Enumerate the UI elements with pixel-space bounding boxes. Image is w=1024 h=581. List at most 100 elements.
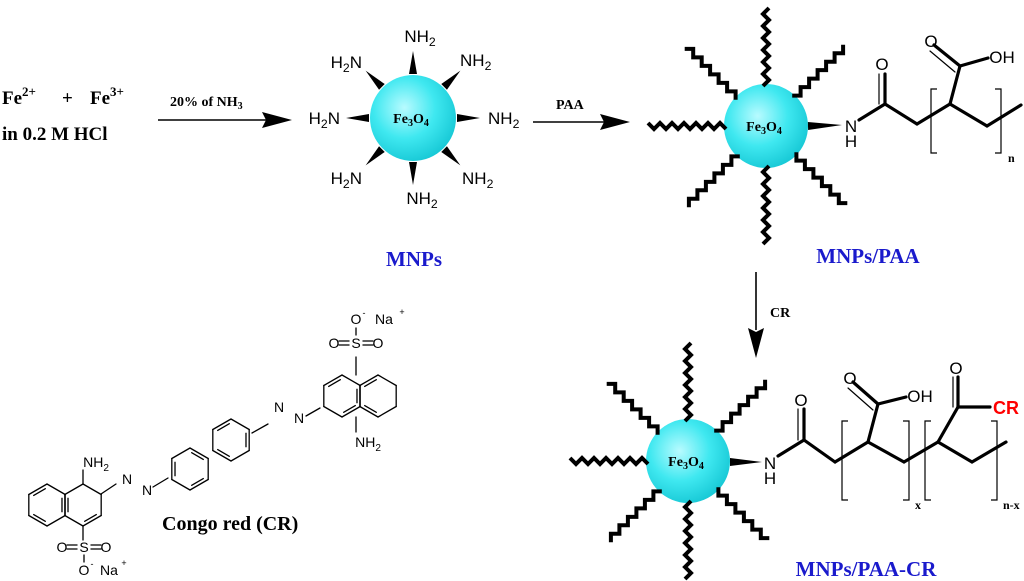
bond	[364, 404, 377, 413]
bond	[857, 102, 887, 122]
polymer-chain	[716, 487, 770, 541]
charge-minus: -	[91, 559, 94, 569]
repeat-bracket	[903, 420, 910, 501]
plus-sign: +	[62, 88, 73, 109]
bond	[359, 374, 379, 387]
atom-n: N	[122, 471, 132, 487]
bond	[46, 483, 66, 496]
polymer-chain	[568, 455, 650, 467]
bond	[359, 405, 379, 418]
fe2-ion: Fe2+	[2, 84, 36, 109]
bond	[866, 440, 906, 464]
bond	[341, 374, 361, 387]
reactants: Fe2+ + Fe3+ in 0.2 M HCl	[2, 84, 124, 145]
congo-red-title: Congo red (CR)	[162, 513, 298, 535]
bond	[328, 379, 341, 388]
bond	[323, 405, 343, 418]
polymer-chain	[682, 341, 694, 423]
atom-o: O	[329, 335, 340, 351]
mnps-paa-cr-title: MNPs/PAA-CR	[796, 557, 938, 581]
atom-n: N	[274, 399, 284, 415]
amine-wedge-bond	[365, 70, 385, 90]
bond	[847, 387, 874, 411]
bond	[776, 438, 806, 458]
arrowhead-icon	[748, 328, 764, 358]
polymer-chain	[684, 46, 738, 100]
amine-label: H2N	[331, 53, 362, 75]
bond	[932, 43, 962, 68]
amine-wedge-bond	[409, 51, 417, 74]
amide-wedge-bond	[730, 458, 762, 466]
polymer-chain	[646, 120, 728, 132]
core-label: Fe3O4	[668, 455, 704, 472]
repeat-bracket	[930, 88, 937, 154]
bond	[958, 56, 990, 68]
bond	[152, 477, 169, 488]
atom-h: H	[845, 132, 857, 151]
amine-wedge-bond	[409, 162, 417, 185]
core-label: Fe3O4	[393, 112, 429, 129]
amine-label: NH2	[406, 189, 438, 211]
bond	[28, 514, 48, 527]
bond	[970, 440, 1008, 464]
amine-wedge-bond	[441, 146, 461, 166]
bond	[46, 514, 66, 527]
arrow-step2-label: PAA	[556, 98, 585, 113]
bond	[915, 102, 952, 126]
polymer-chain	[760, 164, 772, 246]
polymer-chain	[760, 6, 772, 88]
bond	[28, 483, 48, 496]
bond	[902, 440, 940, 464]
atom-oh: OH	[907, 387, 933, 406]
atom-n: N	[142, 482, 152, 498]
bond	[985, 103, 1023, 128]
arrowhead-icon	[600, 114, 630, 130]
bond	[876, 395, 908, 406]
bond	[100, 483, 117, 495]
bond	[212, 449, 232, 462]
repeat-n: n	[1008, 151, 1015, 165]
bond	[212, 418, 232, 431]
bond	[883, 102, 919, 126]
polymer-chain	[608, 489, 662, 543]
bond	[343, 404, 356, 413]
amine-label: H2N	[309, 109, 340, 131]
charge-minus: -	[363, 308, 366, 318]
arrow-step3: CR	[748, 272, 791, 358]
arrowhead-icon	[262, 112, 292, 128]
atom-o: O	[351, 311, 362, 327]
bond	[948, 64, 962, 106]
atom-o: O	[875, 55, 888, 74]
polymer-chain	[714, 379, 768, 433]
atom-o: O	[924, 32, 937, 51]
bond	[948, 102, 989, 128]
arrow-step1: 20% of NH3	[158, 95, 292, 128]
atom-o: O	[843, 369, 856, 388]
bond	[33, 513, 46, 522]
fe3o4-nanoparticle	[646, 419, 730, 503]
amine-wedge-bond	[441, 70, 461, 90]
bond	[251, 423, 269, 434]
bond	[64, 483, 84, 496]
bond	[189, 478, 209, 491]
bond	[936, 405, 960, 444]
bond	[833, 440, 870, 464]
polymer-chain	[794, 152, 848, 206]
solvent-label: in 0.2 M HCl	[2, 124, 108, 145]
amine-label: NH2	[462, 169, 494, 191]
bond	[230, 418, 250, 431]
amine-wedge-bond	[457, 114, 480, 122]
bond	[364, 379, 377, 388]
atom-s: S	[351, 335, 360, 351]
bond	[191, 452, 204, 461]
bond	[851, 380, 880, 406]
polymer-chain	[606, 381, 660, 435]
mnps-paa-title: MNPs/PAA	[816, 244, 920, 268]
atom-o: O	[794, 391, 807, 410]
core-label: Fe3O4	[746, 120, 782, 137]
sodium-label: Na	[100, 562, 118, 578]
charge-plus: +	[121, 558, 126, 568]
